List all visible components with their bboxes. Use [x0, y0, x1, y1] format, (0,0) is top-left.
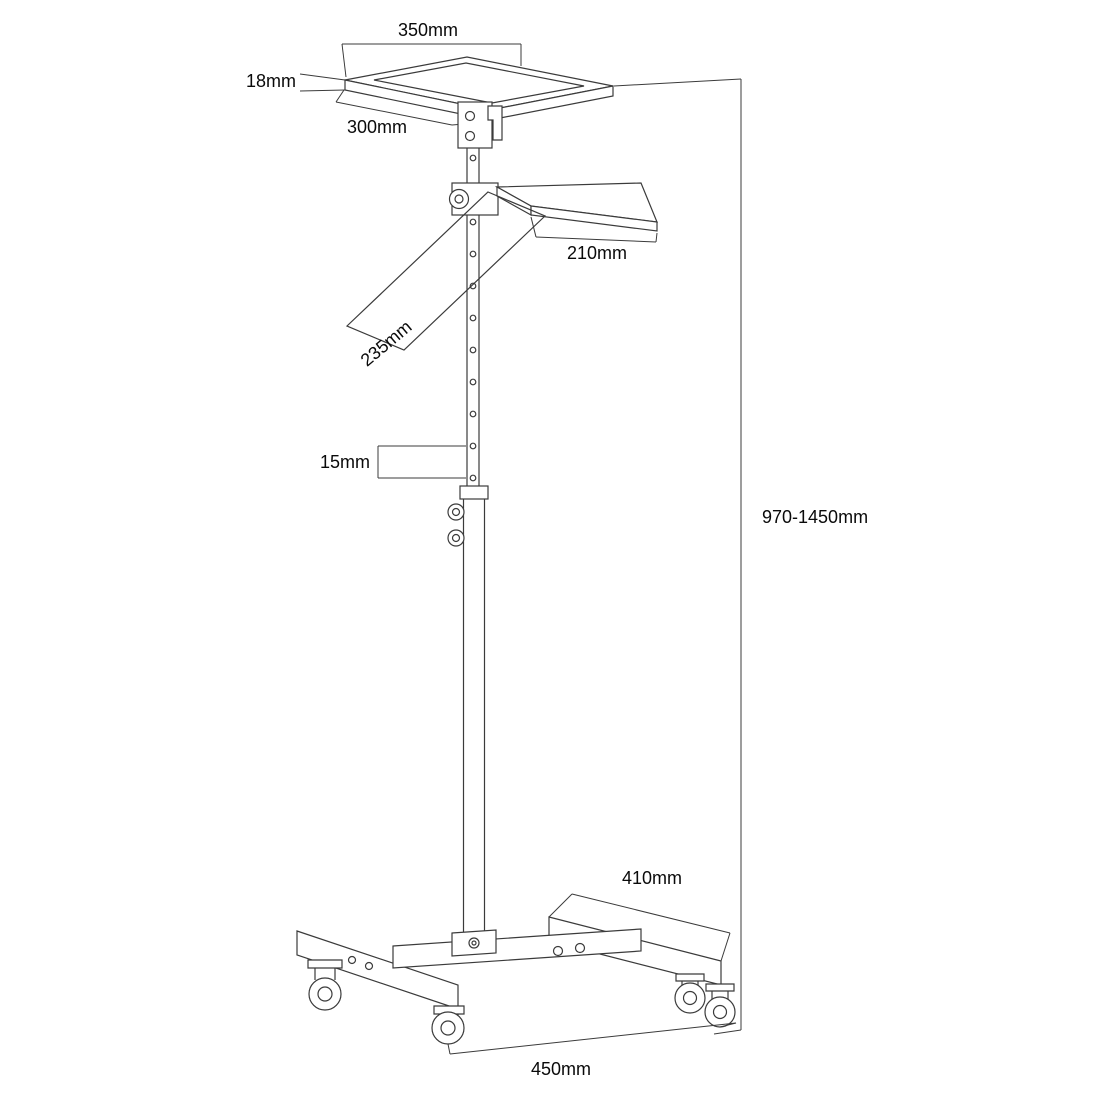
- shelf-plane-235: 235mm: [345, 191, 547, 370]
- side-shelf: [494, 182, 658, 232]
- caster-wheel-icon: [704, 996, 736, 1028]
- mount-bracket: [457, 101, 503, 149]
- dim-450: 450mm: [447, 1022, 737, 1079]
- arm-bolt-icon: [364, 961, 374, 971]
- label-hole-spacing: 15mm: [320, 452, 370, 472]
- dim-height: 970-1450mm: [613, 78, 868, 1035]
- lower-pole: [447, 485, 489, 950]
- tilt-knob-icon: [448, 188, 470, 210]
- shelf-clamp: [448, 182, 499, 216]
- arm-bolt-icon: [347, 955, 357, 965]
- bracket-screw-icon: [464, 130, 476, 142]
- caster-wheel-icon: [431, 1011, 465, 1045]
- adjustment-knob: [447, 503, 465, 521]
- top-shelf: [344, 56, 614, 121]
- caster-left-back: [307, 959, 343, 1011]
- caster-left-front: [431, 1005, 465, 1045]
- label-side-shelf-depth: 210mm: [567, 243, 627, 263]
- caster-right-back: [674, 973, 706, 1014]
- label-height-range: 970-1450mm: [762, 507, 868, 527]
- beam-bolt-icon: [574, 942, 586, 954]
- dim-350: 350mm: [341, 20, 522, 78]
- dim-15: 15mm: [320, 445, 466, 479]
- telescopic-collar: [459, 485, 489, 500]
- label-base-width: 450mm: [531, 1059, 591, 1079]
- dim-210: 210mm: [530, 216, 658, 263]
- caster-wheel-icon: [308, 977, 342, 1011]
- beam-bolt-icon: [552, 945, 564, 957]
- caster-wheel-icon: [674, 982, 706, 1014]
- caster-right-front: [704, 983, 736, 1028]
- dim-18: 18mm: [246, 71, 346, 92]
- plate-screw-icon: [468, 937, 480, 949]
- dim-410: 410mm: [548, 868, 731, 962]
- label-top-shelf-thickness: 18mm: [246, 71, 296, 91]
- pole-base-plate: [451, 929, 497, 957]
- adjustment-knob: [447, 529, 465, 547]
- base-cross-beam: [392, 928, 642, 969]
- bracket-screw-icon: [464, 110, 476, 122]
- label-top-shelf-width: 350mm: [398, 20, 458, 40]
- label-side-shelf-width: 235mm: [357, 316, 416, 370]
- label-base-arm-length: 410mm: [622, 868, 682, 888]
- bracket-hook: [487, 105, 503, 141]
- label-top-shelf-depth: 300mm: [347, 117, 407, 137]
